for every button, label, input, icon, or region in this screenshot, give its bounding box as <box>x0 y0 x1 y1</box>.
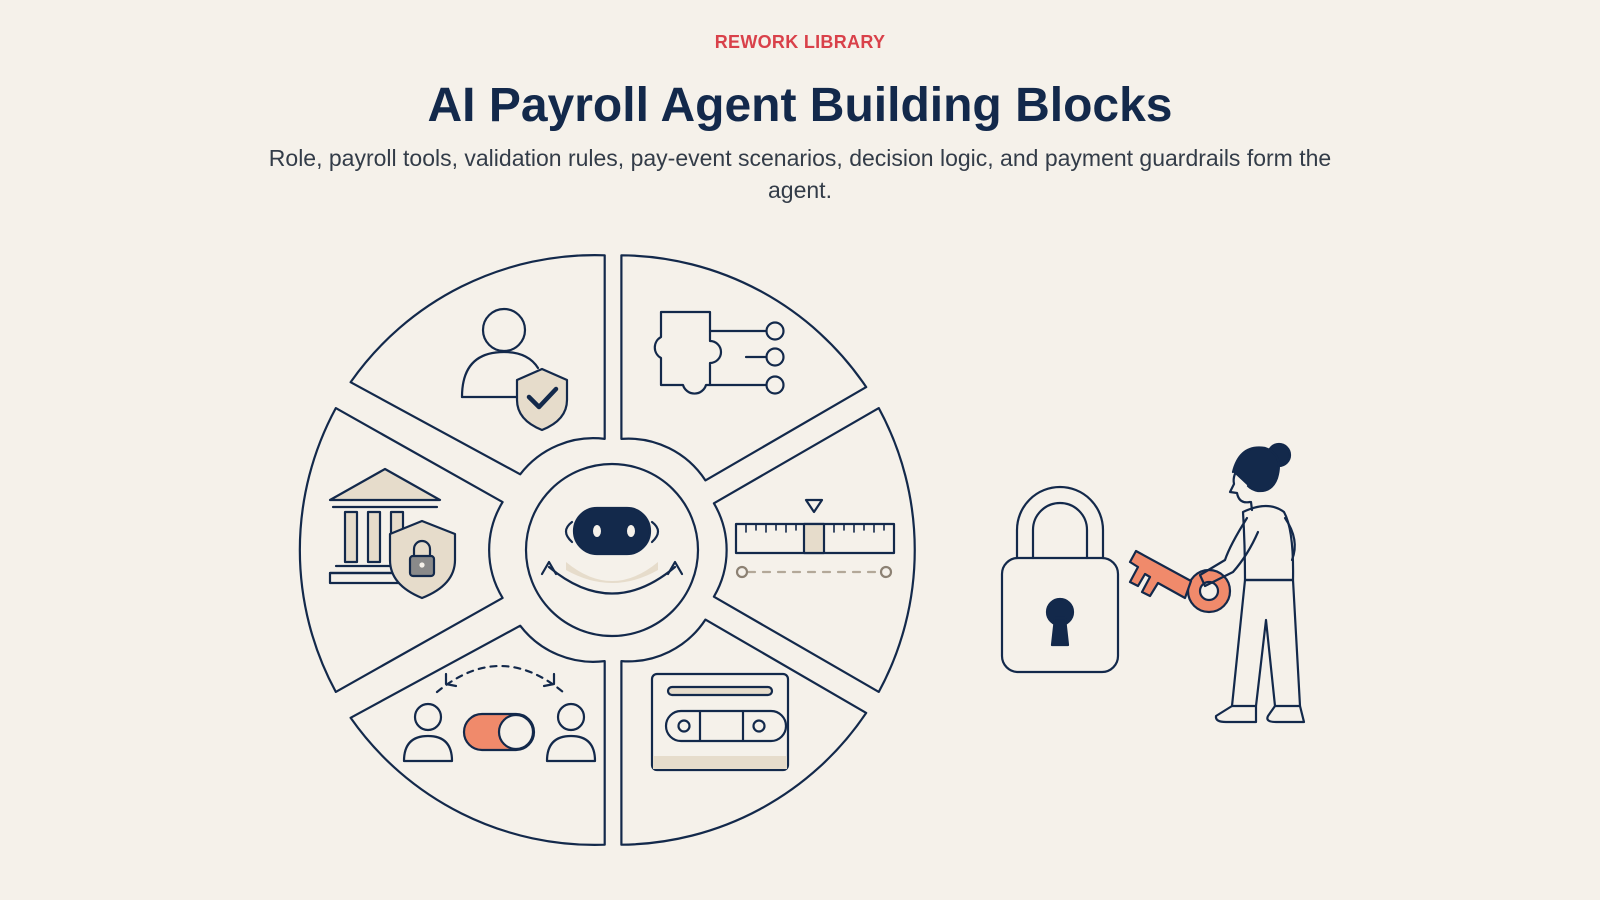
page-subtitle: Role, payroll tools, validation rules, p… <box>268 145 1332 203</box>
puzzle-connector-icon <box>653 310 785 395</box>
eyebrow-label: REWORK LIBRARY <box>714 32 886 52</box>
bank-with-lock-shield-icon <box>328 467 457 600</box>
center-hub-ring <box>524 462 700 638</box>
person-with-shield-check-icon <box>460 307 569 432</box>
cassette-tape-icon <box>650 672 790 772</box>
woman-figure-icon <box>1198 442 1306 724</box>
people-toggle-switch-icon <box>402 665 597 763</box>
segment-right <box>712 407 916 693</box>
ruler-slider-icon <box>734 498 896 579</box>
robot-agent-icon <box>540 506 684 595</box>
segment-bottom-right <box>620 618 868 846</box>
page-title: AI Payroll Agent Building Blocks <box>427 79 1173 132</box>
segment-top-left <box>349 254 606 476</box>
segment-bottom-left <box>349 624 606 846</box>
padlock-icon <box>1000 485 1120 674</box>
segment-left <box>298 407 504 693</box>
segment-top-right <box>620 254 868 482</box>
